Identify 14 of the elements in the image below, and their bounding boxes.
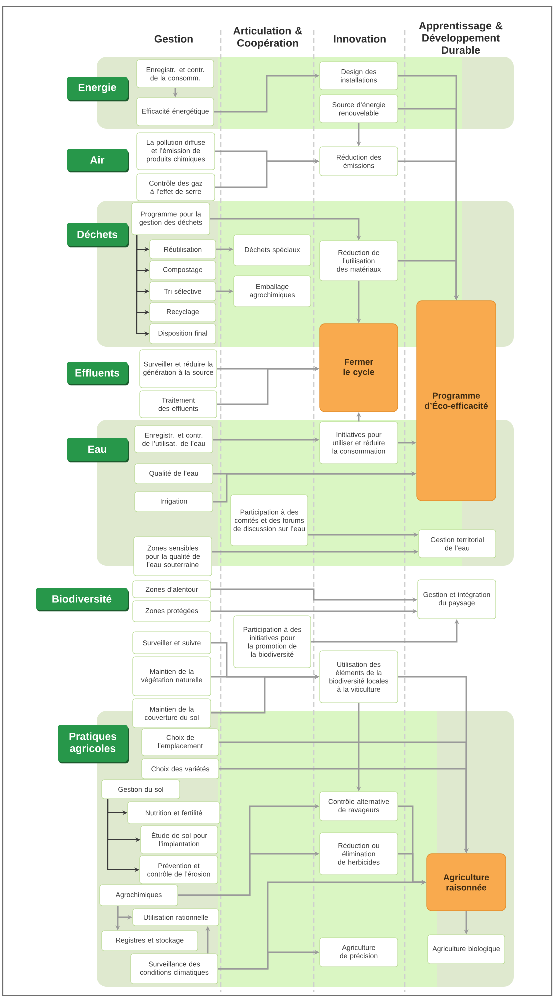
column-header: Innovation [334,35,386,43]
outcome-box: Programme d’Éco-efficacité [416,300,496,502]
category-label: Effluents [67,362,129,386]
outcome-box: Fermer le cycle [320,324,398,412]
category-label: Déchets [67,223,129,248]
outcome-box: Agriculture raisonnée [426,854,506,912]
column-header: Apprentissage & Développement Durable [419,22,503,54]
category-label: Biodiversité [36,588,129,612]
category-label: Energie [67,77,129,102]
column-header: Gestion [154,35,193,43]
category-label: Eau [67,438,129,463]
category-label: Pratiques agricoles [58,725,129,764]
category-label: Air [67,149,129,173]
column-header: Articulation & Coopération [234,27,302,49]
